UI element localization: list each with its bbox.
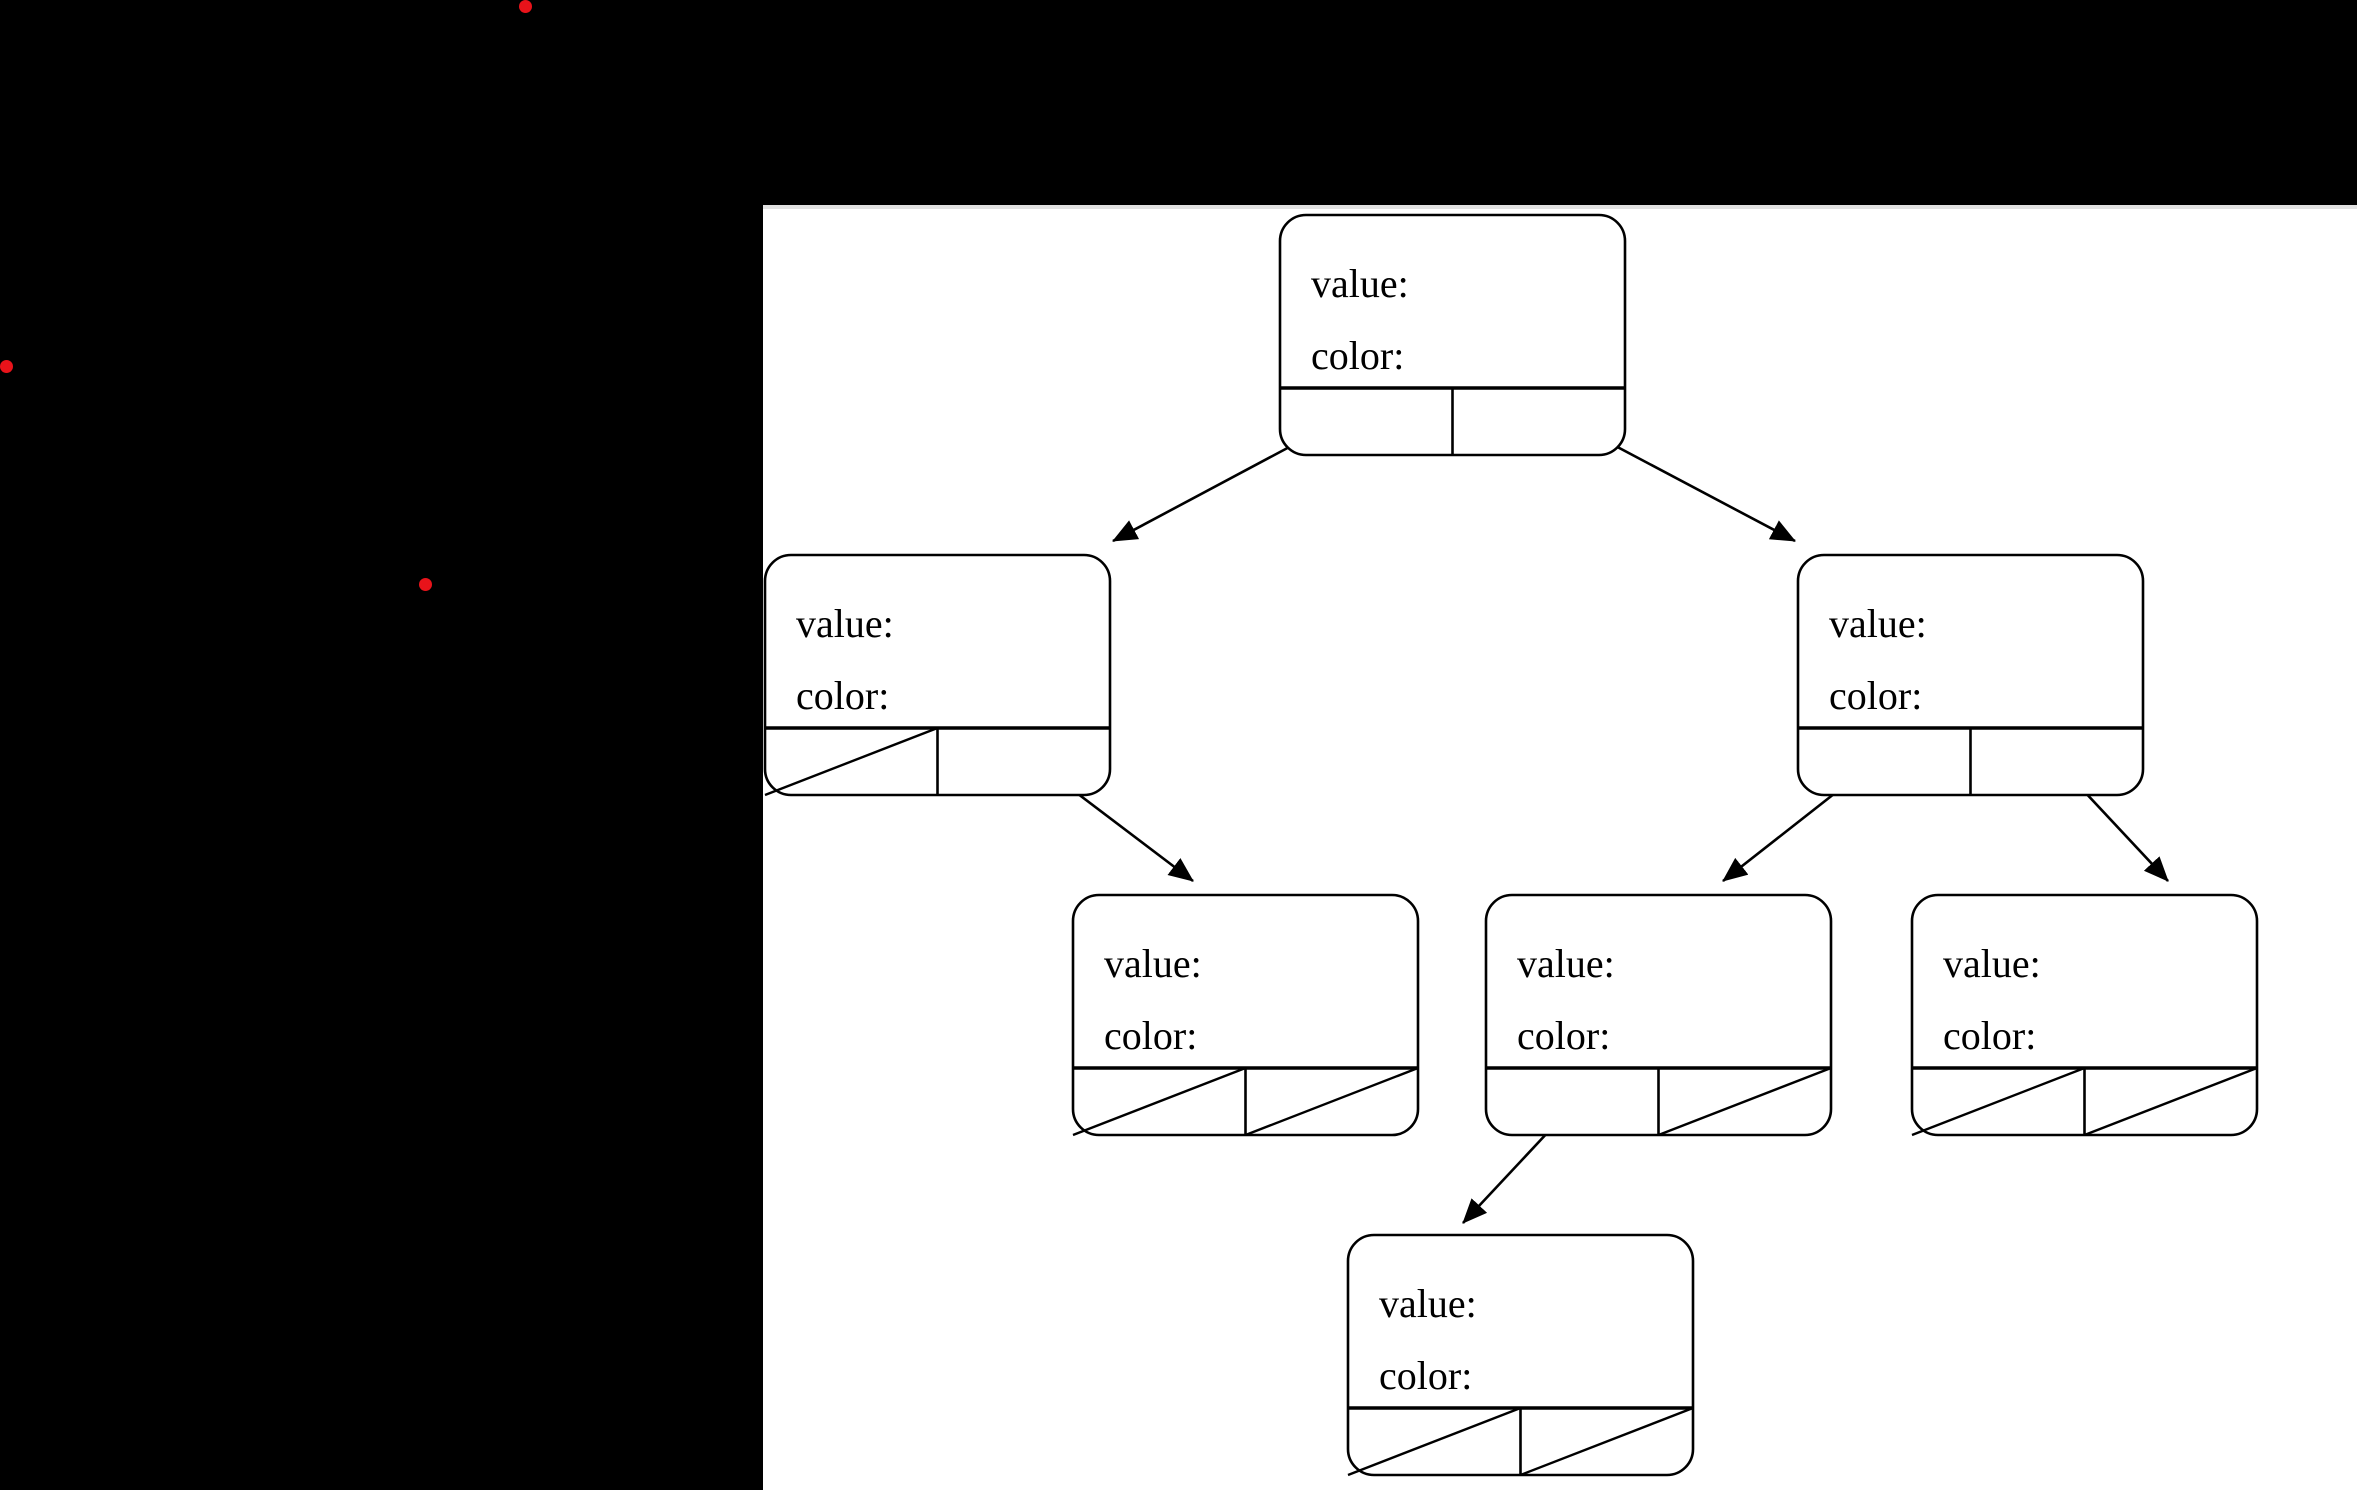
red-marker-dot-2 <box>0 360 13 373</box>
node-root-value-label: value: <box>1311 261 1409 306</box>
node-left-child-color-label: color: <box>796 673 889 718</box>
panel-top-divider <box>763 205 2357 209</box>
node-right-child[interactable]: value: color: <box>1796 553 2145 797</box>
node-rl-grandchild-right-null-slash <box>1658 1066 1832 1137</box>
node-rr-grandchild[interactable]: value: color: <box>1910 893 2259 1137</box>
node-right-child-color-label: color: <box>1829 673 1922 718</box>
node-rl-grandchild-value-label: value: <box>1517 941 1615 986</box>
node-lr-grandchild-right-null-slash <box>1245 1066 1419 1137</box>
node-root-color-label: color: <box>1311 333 1404 378</box>
node-right-child-value-label: value: <box>1829 601 1927 646</box>
node-lr-grandchild-color-label: color: <box>1104 1013 1197 1058</box>
red-marker-dot-1 <box>519 0 532 13</box>
node-rll-great-grandchild-left-null-slash <box>1347 1406 1521 1477</box>
node-rr-grandchild-right-null-slash <box>2084 1066 2258 1137</box>
node-rr-grandchild-value-label: value: <box>1943 941 2041 986</box>
node-rll-great-grandchild-value-label: value: <box>1379 1281 1477 1326</box>
node-rll-great-grandchild[interactable]: value: color: <box>1346 1233 1695 1477</box>
node-rl-grandchild[interactable]: value: color: <box>1484 893 1833 1137</box>
node-left-child[interactable]: value: color: <box>763 553 1112 797</box>
node-rr-grandchild-left-null-slash <box>1911 1066 2085 1137</box>
node-lr-grandchild-left-null-slash <box>1072 1066 1246 1137</box>
node-rl-grandchild-color-label: color: <box>1517 1013 1610 1058</box>
node-root[interactable]: value: color: <box>1278 213 1627 457</box>
node-left-child-left-null-slash <box>764 726 938 797</box>
diagram-panel: value: color: value: color: value: color… <box>763 205 2357 1490</box>
node-rr-grandchild-color-label: color: <box>1943 1013 2036 1058</box>
red-marker-dot-3 <box>419 578 432 591</box>
node-lr-grandchild-value-label: value: <box>1104 941 1202 986</box>
node-lr-grandchild[interactable]: value: color: <box>1071 893 1420 1137</box>
node-rll-great-grandchild-color-label: color: <box>1379 1353 1472 1398</box>
node-left-child-value-label: value: <box>796 601 894 646</box>
node-rll-great-grandchild-right-null-slash <box>1520 1406 1694 1477</box>
binary-tree-diagram: value: color: value: color: value: color… <box>763 213 2259 1477</box>
